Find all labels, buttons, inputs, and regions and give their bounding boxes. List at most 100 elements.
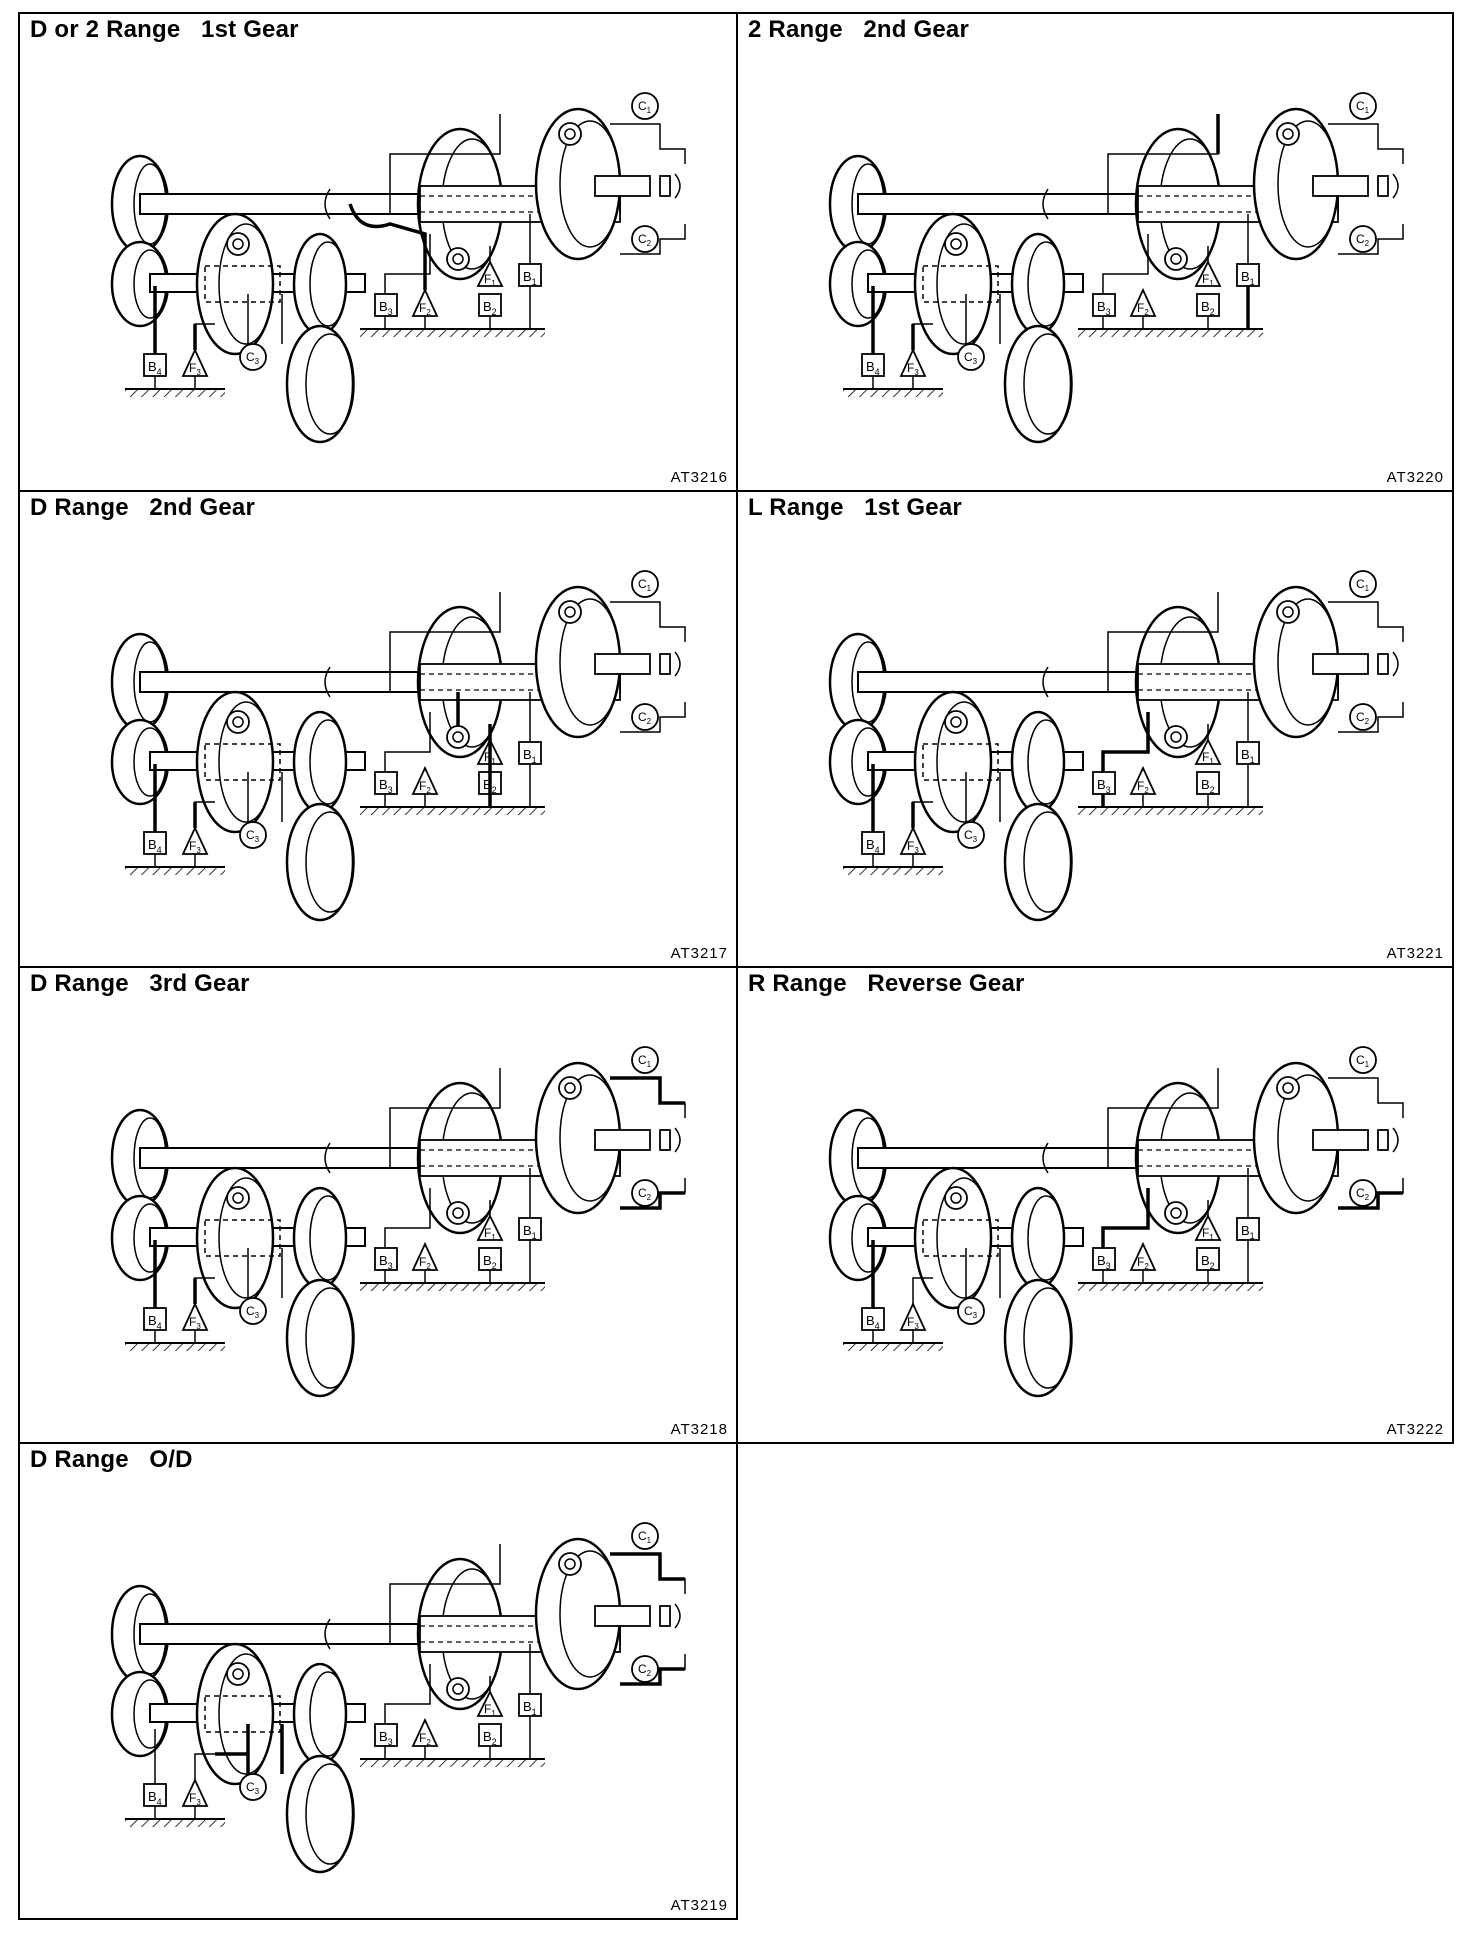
b3-label: B3 (379, 299, 393, 317)
f2-label: F2 (1137, 1255, 1149, 1271)
power-flow-diagram: B3 F2 B2 F1 B1 B4 F3 C3 C1 C2 (110, 569, 687, 922)
panel-title: D or 2 Range 1st Gear (30, 16, 299, 43)
panel-title: D Range 3rd Gear (30, 970, 250, 997)
f2-label: F2 (419, 1255, 431, 1271)
c1-label: C1 (638, 577, 652, 593)
panel-d2-range-1st-gear: D or 2 Range 1st Gear B3 F2 B2 F1 B1 B4 … (18, 12, 738, 492)
c3-label: C3 (246, 1780, 260, 1796)
power-flow-diagram: B3 F2 B2 F1 B1 B4 F3 C3 C1 C2 (110, 1045, 687, 1398)
b3-label: B3 (379, 777, 393, 795)
f3-label: F3 (907, 839, 919, 855)
f2-label: F2 (419, 1731, 431, 1747)
f3-label: F3 (907, 1315, 919, 1331)
c1-label: C1 (638, 1053, 652, 1069)
f1-label: F1 (484, 1702, 496, 1718)
panel-title: D Range O/D (30, 1446, 193, 1473)
panel-d-range-3rd-gear: D Range 3rd Gear B3 F2 B2 F1 B1 B4 F3 C3… (18, 966, 738, 1444)
panel-d-range-od: D Range O/D B3 F2 B2 F1 B1 B4 F3 C3 C1 C… (18, 1442, 738, 1920)
f1-label: F1 (484, 1226, 496, 1242)
c3-label: C3 (246, 350, 260, 366)
b2-label: B2 (483, 777, 497, 795)
panel-d-range-2nd-gear: D Range 2nd Gear B3 F2 B2 F1 B1 B4 F3 C3… (18, 490, 738, 968)
c2-label: C2 (1356, 1186, 1370, 1202)
b2-label: B2 (1201, 299, 1215, 317)
figure-code: AT3218 (670, 1421, 728, 1438)
figure-code: AT3216 (670, 469, 728, 486)
b4-label: B4 (148, 1789, 162, 1807)
c2-label: C2 (1356, 232, 1370, 248)
c1-label: C1 (638, 99, 652, 115)
f2-label: F2 (1137, 779, 1149, 795)
b2-label: B2 (1201, 777, 1215, 795)
b4-label: B4 (148, 359, 162, 377)
f1-label: F1 (484, 750, 496, 766)
figure-code: AT3220 (1386, 469, 1444, 486)
f3-label: F3 (189, 1791, 201, 1807)
figure-code: AT3222 (1386, 1421, 1444, 1438)
c2-label: C2 (638, 1186, 652, 1202)
f2-label: F2 (419, 779, 431, 795)
c2-label: C2 (638, 232, 652, 248)
b2-label: B2 (483, 1253, 497, 1271)
b1-label: B1 (523, 1699, 537, 1717)
c3-label: C3 (246, 828, 260, 844)
b1-label: B1 (523, 1223, 537, 1241)
c3-label: C3 (964, 1304, 978, 1320)
c1-label: C1 (1356, 99, 1370, 115)
b3-label: B3 (1097, 1253, 1111, 1271)
b1-label: B1 (1241, 269, 1255, 287)
b4-label: B4 (866, 837, 880, 855)
f2-label: F2 (419, 301, 431, 317)
b4-label: B4 (866, 359, 880, 377)
b4-label: B4 (866, 1313, 880, 1331)
power-flow-diagram: B3 F2 B2 F1 B1 B4 F3 C3 C1 C2 (828, 91, 1405, 444)
f3-label: F3 (907, 361, 919, 377)
c3-label: C3 (964, 350, 978, 366)
b3-label: B3 (1097, 299, 1111, 317)
c1-label: C1 (638, 1529, 652, 1545)
b1-label: B1 (1241, 747, 1255, 765)
empty-cell (736, 1442, 1454, 1920)
panel-2-range-2nd-gear: 2 Range 2nd Gear B3 F2 B2 F1 B1 B4 F3 C3… (736, 12, 1454, 492)
c3-label: C3 (964, 828, 978, 844)
gear-range-diagram-grid: D or 2 Range 1st Gear B3 F2 B2 F1 B1 B4 … (18, 12, 1454, 1920)
f3-label: F3 (189, 1315, 201, 1331)
panel-r-range-reverse-gear: R Range Reverse Gear B3 F2 B2 F1 B1 B4 F… (736, 966, 1454, 1444)
b2-label: B2 (483, 1729, 497, 1747)
panel-title: R Range Reverse Gear (748, 970, 1025, 997)
b2-label: B2 (1201, 1253, 1215, 1271)
c3-label: C3 (246, 1304, 260, 1320)
c1-label: C1 (1356, 577, 1370, 593)
power-flow-diagram: B3 F2 B2 F1 B1 B4 F3 C3 C1 C2 (828, 1045, 1405, 1398)
figure-code: AT3217 (670, 945, 728, 962)
panel-l-range-1st-gear: L Range 1st Gear B3 F2 B2 F1 B1 B4 F3 C3… (736, 490, 1454, 968)
panel-title: D Range 2nd Gear (30, 494, 255, 521)
b3-label: B3 (379, 1729, 393, 1747)
power-flow-diagram: B3 F2 B2 F1 B1 B4 F3 C3 C1 C2 (110, 1521, 687, 1874)
f3-label: F3 (189, 361, 201, 377)
f2-label: F2 (1137, 301, 1149, 317)
b3-label: B3 (1097, 777, 1111, 795)
f1-label: F1 (1202, 1226, 1214, 1242)
c2-label: C2 (638, 710, 652, 726)
b4-label: B4 (148, 1313, 162, 1331)
figure-code: AT3221 (1386, 945, 1444, 962)
panel-title: 2 Range 2nd Gear (748, 16, 970, 43)
b2-label: B2 (483, 299, 497, 317)
c2-label: C2 (1356, 710, 1370, 726)
panel-title: L Range 1st Gear (748, 494, 962, 521)
f1-label: F1 (1202, 272, 1214, 288)
f3-label: F3 (189, 839, 201, 855)
power-flow-diagram: B3 F2 B2 F1 B1 B4 F3 C3 C1 C2 (110, 91, 687, 444)
b4-label: B4 (148, 837, 162, 855)
power-flow-diagram: B3 F2 B2 F1 B1 B4 F3 C3 C1 C2 (828, 569, 1405, 922)
b1-label: B1 (523, 747, 537, 765)
figure-code: AT3219 (670, 1897, 728, 1914)
c2-label: C2 (638, 1662, 652, 1678)
b1-label: B1 (523, 269, 537, 287)
f1-label: F1 (484, 272, 496, 288)
b1-label: B1 (1241, 1223, 1255, 1241)
c1-label: C1 (1356, 1053, 1370, 1069)
b3-label: B3 (379, 1253, 393, 1271)
f1-label: F1 (1202, 750, 1214, 766)
